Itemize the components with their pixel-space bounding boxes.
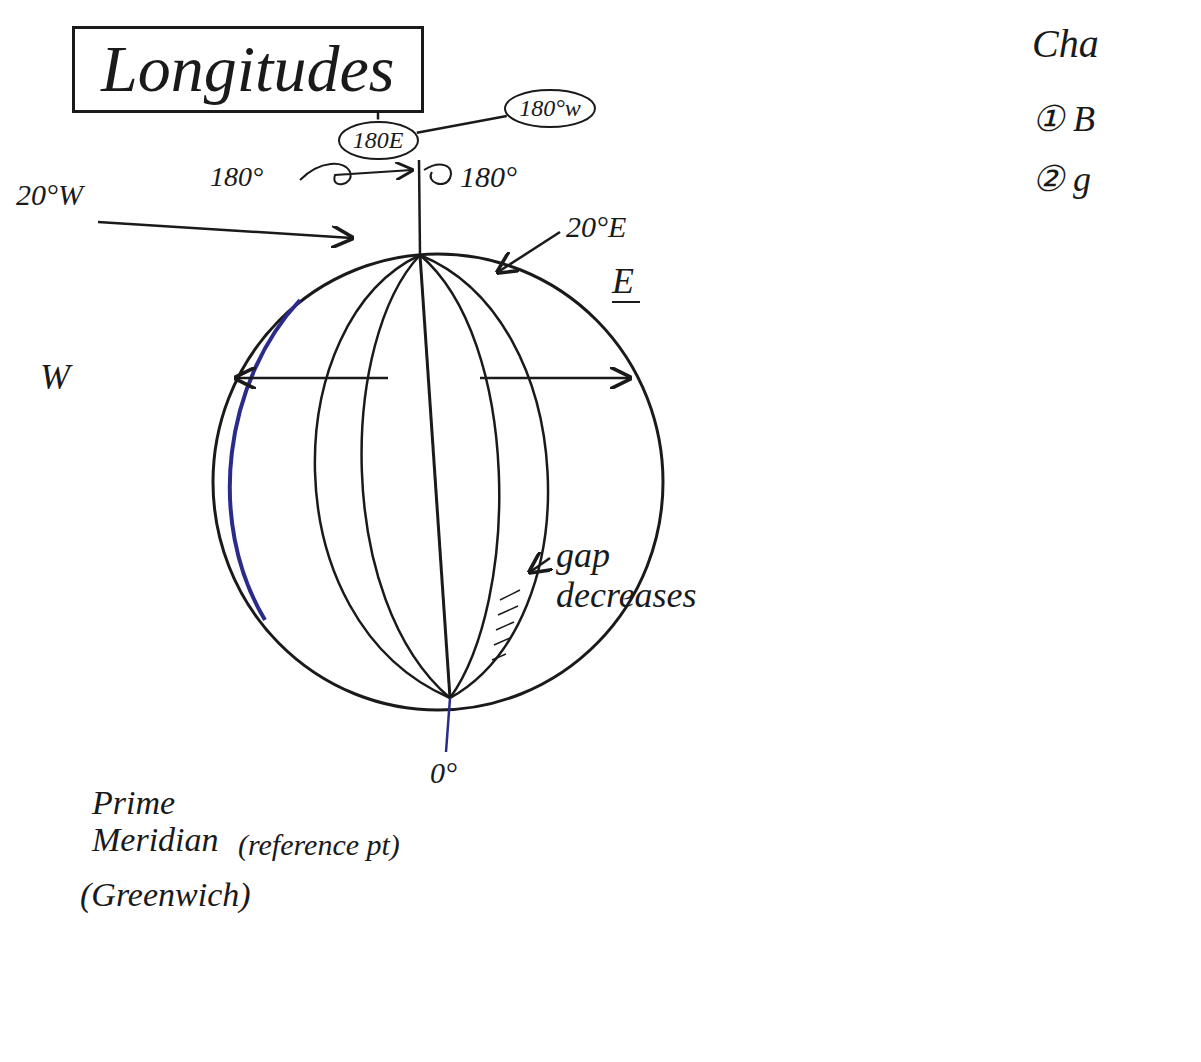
note-text: (Greenwich) <box>80 876 251 913</box>
curl-arrow <box>424 165 451 184</box>
note-text: gap decreases <box>556 536 746 615</box>
prime-meridian-label: Prime Meridian <box>92 784 232 859</box>
degree-label: 180° <box>460 160 517 193</box>
pointer-arrow <box>98 222 352 238</box>
axis-stem <box>419 160 420 255</box>
meridian <box>420 255 548 698</box>
title-text: Longitudes <box>101 33 395 106</box>
direction-label: W <box>40 358 70 398</box>
circled-label: 180°w <box>503 88 597 129</box>
gap-hatching <box>492 590 520 660</box>
central-meridian <box>420 255 450 698</box>
connector-line <box>417 116 507 133</box>
pointer-arrow <box>530 558 550 572</box>
longitude-label: 20°W <box>16 178 83 211</box>
globe-outline <box>213 254 663 710</box>
curl-arrow <box>300 164 412 184</box>
circled-label: 180E <box>337 120 420 161</box>
connector-line <box>377 113 380 120</box>
degree-label: 180° <box>210 162 263 193</box>
meridian <box>362 255 450 698</box>
note-text: (reference pt) <box>238 828 400 861</box>
direction-arrow <box>480 377 630 380</box>
longitude-label: 20°E <box>566 210 626 243</box>
pointer-arrow <box>498 232 560 272</box>
degree-text: 180E <box>353 127 404 153</box>
globe-blue-edge <box>230 300 300 620</box>
axis-stem <box>446 698 450 752</box>
meridian <box>420 255 499 698</box>
title-box: Longitudes <box>72 26 424 113</box>
direction-label: E <box>612 262 634 302</box>
underline <box>612 301 640 303</box>
heading-fragment: Cha <box>1032 22 1099 66</box>
degree-text: 180°w <box>519 95 581 121</box>
list-fragment: ① B <box>1032 100 1095 140</box>
meridian <box>315 255 450 698</box>
degree-label: 0° <box>430 756 457 789</box>
direction-arrow <box>236 377 388 380</box>
list-fragment: ② g <box>1032 160 1091 200</box>
